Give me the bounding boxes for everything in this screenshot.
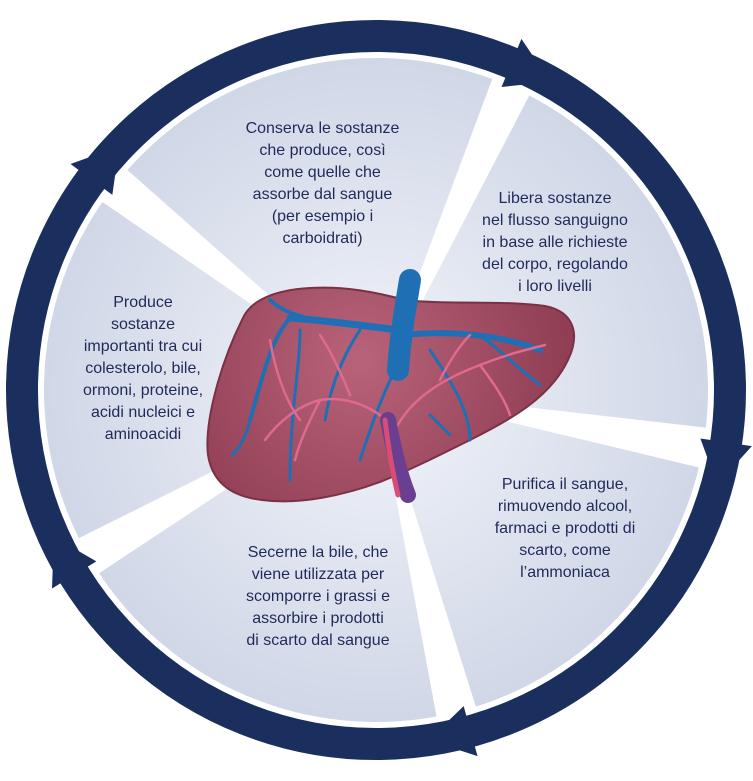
cycle-arrow-2: [700, 438, 752, 485]
cycle-arrow-3: [428, 706, 478, 757]
hepatic-arteries: [263, 333, 547, 462]
segment-text-left: Produce sostanze importanti tra cui cole…: [82, 294, 204, 443]
portal-vein: [380, 412, 416, 503]
segment-wedge-2: [376, 390, 699, 707]
segment-wedge-4: [43, 201, 376, 539]
segment-text-bottom-right: Purifica il sangue, rimuovendo alcool, f…: [494, 476, 636, 581]
cycle-arrow-4: [51, 536, 97, 589]
cycle-arrow-5: [70, 146, 120, 195]
hepatic-veins: [230, 269, 543, 482]
segment-text-right: Libera sostanze nel flusso sanguigno in …: [482, 190, 628, 295]
segment-text-bottom-left: Secerne la bile, che viene utilizzata pe…: [245, 544, 391, 649]
outer-cycle-ring: [6, 20, 746, 760]
cycle-arrow-1: [501, 38, 551, 87]
cycle-arrows: [51, 38, 752, 757]
liver-icon: [206, 269, 575, 503]
ring-band: [6, 20, 746, 760]
hepatic-artery-main: [382, 417, 401, 498]
segment-text-top: Conserva le sostanze che produce, così c…: [245, 120, 400, 247]
